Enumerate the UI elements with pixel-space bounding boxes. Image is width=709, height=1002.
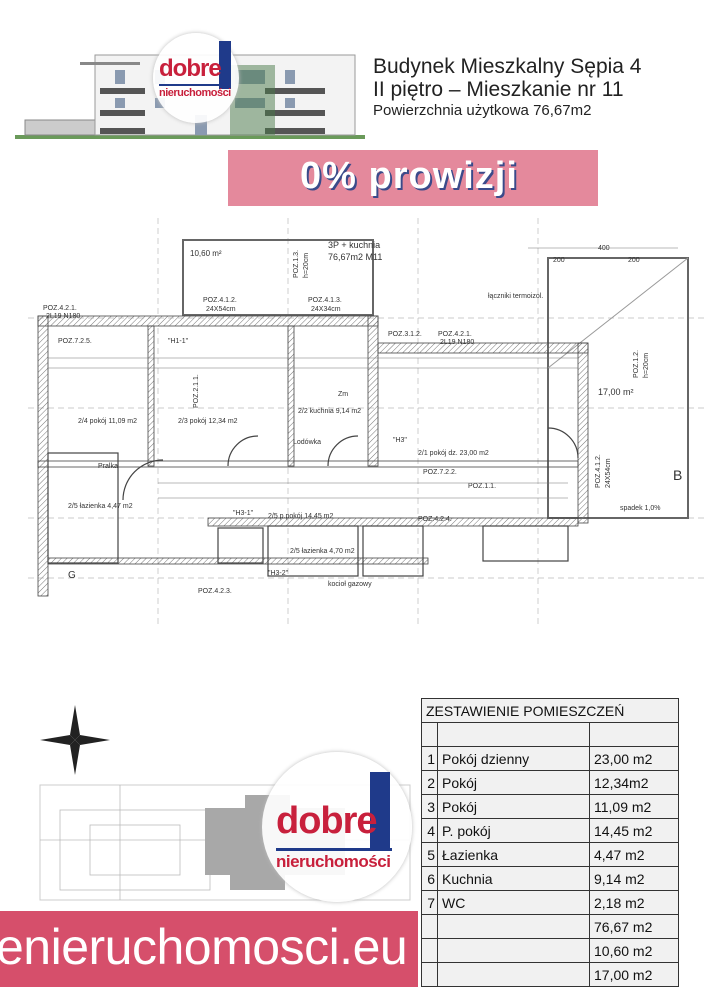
- svg-text:POZ.4.2.1.: POZ.4.2.1.: [438, 331, 472, 338]
- svg-text:POZ.4.2.3.: POZ.4.2.3.: [198, 588, 232, 595]
- svg-text:2/4 pokój 11,09 m2: 2/4 pokój 11,09 m2: [78, 418, 137, 425]
- svg-text:2/3 pokój 12,34 m2: 2/3 pokój 12,34 m2: [178, 418, 238, 425]
- brand-logo-top: dobre nieruchomości: [153, 33, 239, 123]
- svg-text:kocioł gazowy: kocioł gazowy: [328, 581, 372, 588]
- svg-text:2/1 pokój dz. 23,00 m2: 2/1 pokój dz. 23,00 m2: [418, 450, 489, 457]
- svg-text:2L19 N180: 2L19 N180: [440, 339, 474, 346]
- svg-text:POZ.1.2.: POZ.1.2.: [633, 350, 640, 378]
- svg-text:POZ.4.1.2.: POZ.4.1.2.: [203, 297, 237, 304]
- svg-text:10,60 m²: 10,60 m²: [190, 249, 222, 258]
- svg-text:POZ.4.2.4.: POZ.4.2.4.: [418, 516, 452, 523]
- svg-text:h=20cm: h=20cm: [303, 253, 310, 278]
- svg-text:200: 200: [553, 257, 565, 264]
- promo-banner: [228, 150, 598, 206]
- svg-text:POZ.7.2.2.: POZ.7.2.2.: [423, 469, 457, 476]
- svg-text:24X34cm: 24X34cm: [311, 306, 341, 313]
- svg-text:2/2 kuchnia 9,14 m2: 2/2 kuchnia 9,14 m2: [298, 408, 361, 415]
- svg-text:G: G: [68, 570, 76, 581]
- svg-text:2/5 łazienka 4,47 m2: 2/5 łazienka 4,47 m2: [68, 503, 133, 510]
- table-title: ZESTAWIENIE POMIESZCZEŃ: [421, 698, 679, 723]
- svg-text:spadek 1,0%: spadek 1,0%: [620, 505, 660, 512]
- svg-text:POZ.4.1.3.: POZ.4.1.3.: [308, 297, 342, 304]
- svg-text:2/5 łazienka 4,70 m2: 2/5 łazienka 4,70 m2: [290, 548, 355, 555]
- svg-text:Pralka: Pralka: [98, 463, 118, 470]
- svg-text:24X54cm: 24X54cm: [605, 458, 612, 488]
- svg-text:POZ.3.1.2.: POZ.3.1.2.: [388, 331, 422, 338]
- building-name: Budynek Mieszkalny Sępia 4: [373, 55, 642, 78]
- svg-text:POZ.1.3.: POZ.1.3.: [293, 250, 300, 278]
- table-row: 17,00 m2: [421, 962, 679, 987]
- brand-logo-bottom: dobre nieruchomości: [262, 752, 412, 902]
- svg-text:POZ.7.2.5.: POZ.7.2.5.: [58, 338, 92, 345]
- svg-text:"H3-2": "H3-2": [268, 570, 289, 577]
- svg-text:76,67m2 M11: 76,67m2 M11: [328, 252, 382, 262]
- compass-icon: [40, 705, 110, 775]
- svg-text:łączniki termoizol.: łączniki termoizol.: [488, 293, 543, 300]
- svg-text:Lodówka: Lodówka: [293, 439, 321, 446]
- svg-text:"H3": "H3": [393, 437, 407, 444]
- svg-text:POZ.2.1.1.: POZ.2.1.1.: [193, 374, 200, 408]
- svg-text:2L19 N180: 2L19 N180: [46, 313, 80, 320]
- svg-text:3P + kuchnia: 3P + kuchnia: [328, 240, 380, 250]
- svg-text:"H1-1": "H1-1": [168, 338, 189, 345]
- floor-plan: 3P + kuchnia 76,67m2 M11 10,60 m² 17,00 …: [28, 218, 708, 628]
- svg-text:200: 200: [628, 257, 640, 264]
- svg-text:24X54cm: 24X54cm: [206, 306, 236, 313]
- svg-text:"H3-1": "H3-1": [233, 510, 254, 517]
- table-row: 10,60 m2: [421, 938, 679, 963]
- svg-text:17,00 m²: 17,00 m²: [598, 387, 634, 397]
- promo-text: 0% prowizji: [300, 155, 518, 197]
- svg-text:400: 400: [598, 245, 610, 252]
- svg-text:B: B: [673, 467, 682, 483]
- svg-text:POZ.1.1.: POZ.1.1.: [468, 483, 496, 490]
- svg-text:h=20cm: h=20cm: [643, 353, 650, 378]
- website-banner: [0, 911, 418, 987]
- svg-text:POZ.4.2.1.: POZ.4.2.1.: [43, 305, 77, 312]
- svg-text:2/5 p.pokój 14,45 m2: 2/5 p.pokój 14,45 m2: [268, 513, 333, 520]
- svg-text:POZ.4.1.2.: POZ.4.1.2.: [595, 454, 602, 488]
- svg-text:Zm: Zm: [338, 391, 348, 398]
- website-link[interactable]: enieruchomosci.eu: [0, 919, 408, 975]
- table-row: 76,67 m2: [421, 914, 679, 939]
- usable-area: Powierzchnia użytkowa 76,67m2: [373, 102, 592, 119]
- floor-apartment: II piętro – Mieszkanie nr 11: [373, 78, 624, 101]
